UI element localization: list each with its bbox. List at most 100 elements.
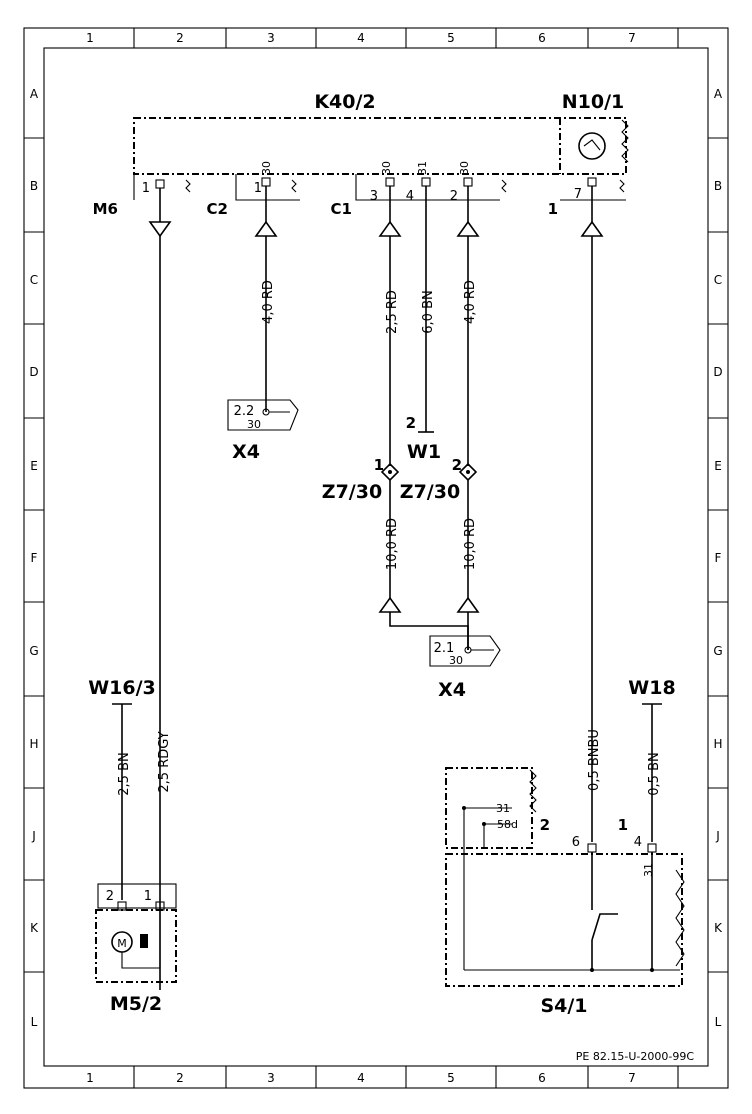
k40-label: K40/2 xyxy=(314,91,375,113)
m5-connector xyxy=(97,883,177,909)
row-label-right: A xyxy=(714,87,723,101)
z7-right-wire-label: 10,0 RD xyxy=(463,518,478,570)
s4-pin1: 1 xyxy=(618,816,628,834)
x4-top-connector xyxy=(227,399,299,431)
s4-terminal-31: 31 xyxy=(642,863,655,877)
row-label-right: C xyxy=(714,273,722,287)
c1-terminal-31: 31 xyxy=(416,161,429,175)
z7-left-arrow-icon xyxy=(378,596,402,613)
row-label-left: L xyxy=(31,1015,38,1029)
col-label-bottom: 2 xyxy=(176,1071,184,1085)
s4-pin2: 2 xyxy=(540,816,550,834)
col-label-bottom: 4 xyxy=(357,1071,365,1085)
row-label-left: E xyxy=(30,459,38,473)
col-label-top: 5 xyxy=(447,31,455,45)
c1-pin2-number: 2 xyxy=(450,189,458,204)
n10-wavy-edge xyxy=(621,119,629,163)
c2-rail xyxy=(235,174,300,201)
row-label-left: B xyxy=(30,179,38,193)
row-label-right: J xyxy=(715,829,720,843)
c1-pin2-wire-label: 4,0 RD xyxy=(463,280,478,324)
col-label-top: 1 xyxy=(86,31,94,45)
drawing-reference: PE 82.15-U-2000-99C xyxy=(576,1050,695,1063)
c2-arrow-icon xyxy=(254,220,278,237)
x4-bottom-sub: 30 xyxy=(449,654,463,667)
m6-label: M6 xyxy=(93,200,118,218)
m6-ground-arrow-icon xyxy=(148,221,172,238)
col-label-top: 6 xyxy=(538,31,546,45)
row-label-right: B xyxy=(714,179,722,193)
outer-frame xyxy=(23,27,729,1089)
col-label-bottom: 1 xyxy=(86,1071,94,1085)
x4-bottom-connector xyxy=(429,635,501,667)
n10-relay-arrow-icon xyxy=(583,139,601,151)
col-label-top: 4 xyxy=(357,31,365,45)
z7-left-label: Z7/30 xyxy=(322,481,382,503)
n10-wire-label: 0,5 BNBU xyxy=(587,729,602,791)
n10-pin-number: 7 xyxy=(574,187,582,202)
s4-switch-contact-icon xyxy=(591,913,618,941)
c2-terminal-30: 30 xyxy=(260,161,273,175)
c1-pin3-wire-label: 2,5 RD xyxy=(385,290,400,334)
inner-frame xyxy=(43,47,709,1067)
c2-pin-number: 1 xyxy=(254,181,262,196)
row-label-left: J xyxy=(31,829,36,843)
row-label-right: L xyxy=(715,1015,722,1029)
c1-pin3-arrow-icon xyxy=(378,220,402,237)
c1-terminal-30: 30 xyxy=(380,161,393,175)
s4-term-58d: 58d xyxy=(497,818,518,831)
w18-label: W18 xyxy=(628,677,675,699)
row-label-left: C xyxy=(30,273,38,287)
m6-pin-number: 1 xyxy=(142,181,150,196)
w1-pin: 2 xyxy=(406,414,416,432)
n10-label: N10/1 xyxy=(562,91,625,113)
c1-pin2-arrow-icon xyxy=(456,220,480,237)
m5-motor-glyph: M xyxy=(117,937,127,950)
s4-lower-box xyxy=(445,853,683,987)
s4-term-31: 31 xyxy=(496,802,510,815)
col-label-top: 3 xyxy=(267,31,275,45)
w16-label: W16/3 xyxy=(88,677,156,699)
row-label-right: E xyxy=(714,459,722,473)
s4-pin4: 4 xyxy=(634,835,642,850)
row-label-left: D xyxy=(29,365,38,379)
m5-label: M5/2 xyxy=(110,993,162,1015)
col-label-bottom: 5 xyxy=(447,1071,455,1085)
z7-left-pin: 1 xyxy=(374,456,384,474)
m5-box xyxy=(95,909,177,983)
grid-ticks xyxy=(24,28,728,1088)
x4-top-pin: 2.2 xyxy=(234,404,255,419)
x4-top-label: X4 xyxy=(232,441,260,463)
x4-bottom-label: X4 xyxy=(438,679,466,701)
m5-pin2: 2 xyxy=(106,889,114,904)
c2-wire-label: 4,0 RD xyxy=(261,280,276,324)
z7-right-label: Z7/30 xyxy=(400,481,460,503)
c1-pin4-number: 4 xyxy=(406,189,414,204)
c2-label: C2 xyxy=(207,200,228,218)
c1-rail xyxy=(355,174,500,201)
row-label-right: K xyxy=(714,921,723,935)
x4-top-sub: 30 xyxy=(247,418,261,431)
row-label-left: G xyxy=(29,644,38,658)
s4-label: S4/1 xyxy=(540,995,587,1017)
row-label-right: F xyxy=(715,551,722,565)
c1-terminal-30b: 30 xyxy=(458,161,471,175)
c1-pin3-number: 3 xyxy=(370,189,378,204)
row-label-left: K xyxy=(30,921,39,935)
z7-right-pin: 2 xyxy=(452,456,462,474)
row-label-right: D xyxy=(713,365,722,379)
n10-relay-icon xyxy=(578,132,606,160)
z7-right-arrow-icon xyxy=(456,596,480,613)
n10-arrow-icon xyxy=(580,220,604,237)
z7-left-wire-label: 10,0 RD xyxy=(385,518,400,570)
k40-module-box xyxy=(133,117,627,175)
col-label-bottom: 3 xyxy=(267,1071,275,1085)
row-label-left: A xyxy=(30,87,39,101)
m6-wire-label: 2,5 RDGY xyxy=(157,731,172,792)
m5-switch-icon xyxy=(140,934,148,948)
row-label-right: G xyxy=(713,644,722,658)
col-label-bottom: 7 xyxy=(628,1071,636,1085)
row-label-left: H xyxy=(29,737,38,751)
n10-lead-number: 1 xyxy=(548,200,558,218)
col-label-top: 7 xyxy=(628,31,636,45)
